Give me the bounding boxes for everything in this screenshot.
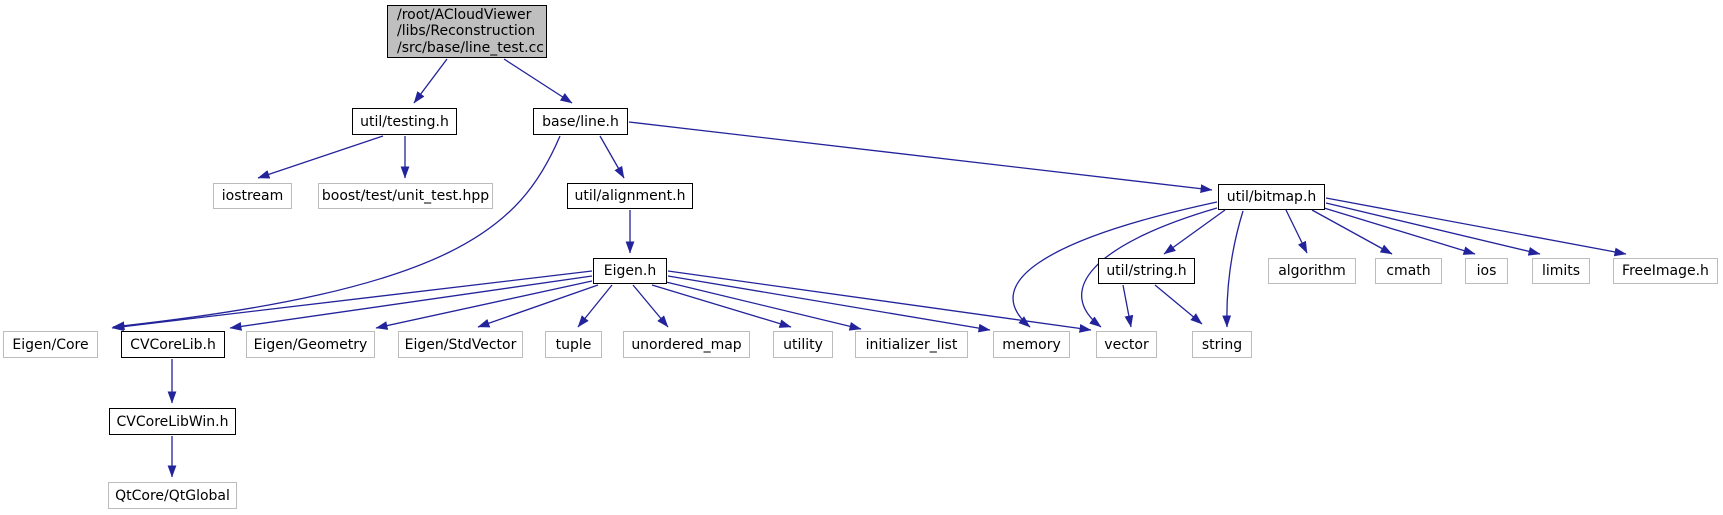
node-util-bitmap-h[interactable]: util/bitmap.h — [1218, 184, 1325, 210]
node-util-testing-h[interactable]: util/testing.h — [352, 108, 457, 135]
edge-eigen-h-to-cvcorelib-h — [229, 275, 593, 331]
edge-util-bitmap-h-to-algorithm — [1285, 209, 1308, 254]
node-freeimage-h: FreeImage.h — [1613, 258, 1718, 284]
node-cmath: cmath — [1375, 258, 1442, 284]
node-string: string — [1192, 331, 1252, 358]
edge-base-line-h-to-util-alignment-h — [599, 135, 625, 179]
node-base-line-h[interactable]: base/line.h — [533, 108, 628, 135]
edge-base-line-h-to-eigen-core — [112, 135, 561, 331]
edge-util-string-h-to-vector — [1122, 284, 1134, 328]
node-root[interactable]: /root/ACloudViewer /libs/Reconstruction … — [387, 5, 547, 58]
edge-eigen-h-to-memory — [667, 275, 991, 333]
edge-util-bitmap-h-to-util-string-h — [1163, 209, 1226, 255]
node-algorithm: algorithm — [1268, 258, 1356, 284]
edge-base-line-h-to-util-bitmap-h — [628, 121, 1213, 194]
node-tuple: tuple — [545, 331, 602, 358]
node-cvcorelib-h[interactable]: CVCoreLib.h — [121, 331, 225, 358]
edge-util-bitmap-h-to-freeimage-h — [1325, 197, 1627, 257]
node-iostream: iostream — [213, 183, 292, 209]
edge-eigen-h-to-unordered-map — [632, 284, 669, 328]
node-ios: ios — [1465, 258, 1508, 284]
node-boost-test-unit-test-hpp: boost/test/unit_test.hpp — [318, 183, 493, 209]
edge-root-to-base-line-h — [503, 58, 573, 104]
node-util-string-h[interactable]: util/string.h — [1098, 258, 1195, 284]
edge-eigen-h-to-tuple — [577, 284, 613, 328]
edge-util-bitmap-h-to-ios — [1323, 207, 1476, 255]
edge-util-string-h-to-string — [1154, 284, 1203, 325]
edge-util-bitmap-h-to-memory — [1012, 201, 1218, 328]
edge-eigen-h-to-eigen-geometry — [375, 280, 593, 330]
node-limits: limits — [1532, 258, 1590, 284]
edge-eigen-h-to-vector — [667, 270, 1092, 333]
node-util-alignment-h[interactable]: util/alignment.h — [567, 183, 693, 209]
node-cvcorelibwin-h[interactable]: CVCoreLibWin.h — [109, 408, 236, 435]
node-initializer-list: initializer_list — [855, 331, 968, 358]
edge-util-bitmap-h-to-string — [1222, 210, 1244, 328]
node-unordered-map: unordered_map — [623, 331, 750, 358]
node-utility: utility — [773, 331, 833, 358]
node-memory: memory — [993, 331, 1070, 358]
node-qtcore-qtglobal: QtCore/QtGlobal — [108, 482, 237, 509]
edge-util-bitmap-h-to-vector — [1081, 207, 1218, 328]
edge-eigen-h-to-eigen-core — [111, 270, 593, 332]
edge-eigen-h-to-utility — [651, 284, 792, 328]
edge-util-bitmap-h-to-limits — [1325, 202, 1541, 256]
edge-root-to-util-testing-h — [413, 58, 448, 104]
edge-eigen-h-to-initializer-list — [665, 281, 862, 331]
edge-util-testing-h-to-iostream — [257, 135, 384, 179]
edge-util-bitmap-h-to-cmath — [1311, 209, 1393, 255]
node-eigen-geometry: Eigen/Geometry — [246, 331, 375, 358]
node-eigen-stdvector: Eigen/StdVector — [398, 331, 523, 358]
node-eigen-h[interactable]: Eigen.h — [593, 258, 667, 284]
node-eigen-core: Eigen/Core — [3, 331, 98, 358]
edge-eigen-h-to-eigen-stdvector — [477, 284, 599, 328]
node-vector: vector — [1096, 331, 1157, 358]
